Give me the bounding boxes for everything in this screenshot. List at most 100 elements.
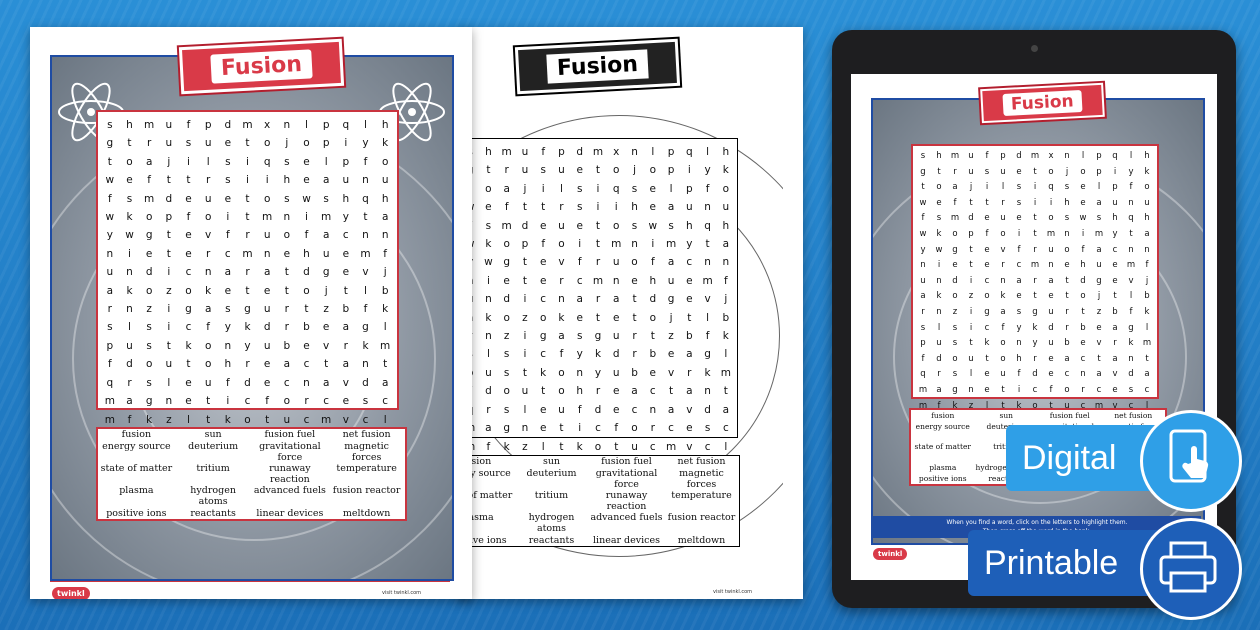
grid-letter[interactable]: i	[985, 182, 989, 193]
grid-letter[interactable]: s	[984, 166, 990, 177]
grid-letter[interactable]: k	[1016, 400, 1022, 411]
grid-letter[interactable]: t	[1033, 213, 1037, 224]
grid-letter[interactable]: t	[1081, 306, 1085, 317]
grid-letter[interactable]: k	[936, 228, 942, 239]
grid-letter[interactable]: e	[1080, 338, 1086, 349]
grid-letter[interactable]: t	[1001, 400, 1005, 411]
grid-letter[interactable]: t	[1065, 275, 1069, 286]
grid-letter[interactable]: r	[1001, 197, 1005, 208]
grid-letter[interactable]: r	[1001, 260, 1005, 271]
grid-letter[interactable]: a	[1096, 197, 1102, 208]
grid-letter[interactable]: l	[1145, 400, 1149, 411]
grid-letter[interactable]: c	[1080, 353, 1086, 364]
grid-letter[interactable]: z	[952, 306, 958, 317]
grid-letter[interactable]: f	[1145, 260, 1149, 271]
grid-letter[interactable]: z	[968, 400, 974, 411]
grid-letter[interactable]: y	[1112, 228, 1118, 239]
grid-letter[interactable]: p	[1096, 151, 1102, 161]
grid-letter[interactable]: i	[969, 306, 973, 317]
grid-letter[interactable]: q	[1128, 213, 1134, 224]
grid-letter[interactable]: d	[968, 213, 974, 224]
grid-letter[interactable]: o	[936, 182, 942, 193]
grid-letter[interactable]: l	[1097, 182, 1101, 193]
grid-letter[interactable]: u	[1000, 369, 1006, 380]
grid-letter[interactable]: d	[1080, 275, 1086, 286]
grid-letter[interactable]: s	[1128, 384, 1134, 395]
grid-letter[interactable]: s	[920, 151, 926, 161]
grid-letter[interactable]: u	[1096, 260, 1102, 271]
grid-letter[interactable]: e	[1016, 213, 1022, 224]
grid-letter[interactable]: c	[1064, 369, 1070, 380]
grid-letter[interactable]: u	[968, 353, 974, 364]
grid-letter[interactable]: r	[1033, 275, 1037, 286]
grid-letter[interactable]: a	[920, 291, 926, 302]
grid-letter[interactable]: r	[1065, 306, 1069, 317]
grid-letter[interactable]: a	[1064, 353, 1070, 364]
grid-letter[interactable]: f	[937, 400, 941, 411]
grid-letter[interactable]: y	[1016, 322, 1022, 333]
grid-letter[interactable]: u	[1048, 338, 1054, 349]
grid-letter[interactable]: g	[952, 384, 958, 395]
grid-letter[interactable]: t	[1049, 400, 1053, 411]
grid-letter[interactable]: e	[1112, 260, 1118, 271]
grid-letter[interactable]: f	[1081, 244, 1085, 255]
grid-letter[interactable]: u	[1048, 244, 1054, 255]
grid-letter[interactable]: w	[935, 244, 943, 255]
grid-letter[interactable]: m	[1046, 228, 1056, 239]
grid-letter[interactable]: d	[936, 353, 942, 364]
grid-letter[interactable]: n	[1048, 260, 1054, 271]
grid-letter[interactable]: m	[918, 400, 928, 411]
grid-letter[interactable]: e	[1064, 260, 1070, 271]
grid-letter[interactable]: m	[950, 213, 960, 224]
grid-letter[interactable]: q	[1048, 182, 1054, 193]
grid-letter[interactable]: u	[1112, 197, 1118, 208]
grid-letter[interactable]: g	[1096, 275, 1102, 286]
grid-letter[interactable]: k	[1000, 291, 1006, 302]
grid-letter[interactable]: e	[984, 244, 990, 255]
grid-letter[interactable]: t	[1001, 384, 1005, 395]
grid-letter[interactable]: r	[953, 166, 957, 177]
grid-letter[interactable]: s	[1064, 182, 1070, 193]
grid-letter[interactable]: l	[937, 322, 941, 333]
grid-letter[interactable]: t	[1033, 291, 1037, 302]
grid-letter[interactable]: u	[968, 151, 974, 161]
grid-letter[interactable]: i	[1033, 197, 1037, 208]
grid-letter[interactable]: a	[936, 384, 942, 395]
grid-letter[interactable]: o	[1080, 166, 1086, 177]
grid-letter[interactable]: c	[1112, 244, 1118, 255]
grid-letter[interactable]: t	[969, 244, 973, 255]
grid-letter[interactable]: r	[1033, 244, 1037, 255]
grid-letter[interactable]: u	[920, 275, 926, 286]
grid-letter[interactable]: v	[1128, 275, 1134, 286]
grid-letter[interactable]: o	[1064, 384, 1070, 395]
grid-letter[interactable]: t	[1033, 166, 1037, 177]
grid-letter[interactable]: o	[952, 291, 958, 302]
grid-letter[interactable]: o	[1144, 182, 1150, 193]
grid-letter[interactable]: m	[1142, 338, 1152, 349]
grid-letter[interactable]: n	[1128, 353, 1134, 364]
grid-letter[interactable]: n	[968, 384, 974, 395]
grid-letter[interactable]: t	[937, 166, 941, 177]
grid-letter[interactable]: s	[952, 369, 958, 380]
grid-letter[interactable]: w	[919, 228, 927, 239]
grid-letter[interactable]: l	[969, 369, 973, 380]
grid-letter[interactable]: r	[1113, 338, 1117, 349]
grid-letter[interactable]: h	[1080, 260, 1086, 271]
grid-letter[interactable]: a	[1016, 275, 1022, 286]
grid-letter[interactable]: j	[969, 182, 973, 193]
grid-letter[interactable]: k	[1128, 338, 1134, 349]
grid-letter[interactable]: f	[1017, 369, 1021, 380]
grid-letter[interactable]: e	[1016, 166, 1022, 177]
grid-letter[interactable]: q	[920, 369, 926, 380]
grid-letter[interactable]: a	[1112, 322, 1118, 333]
grid-letter[interactable]: i	[1017, 384, 1021, 395]
grid-letter[interactable]: f	[921, 353, 925, 364]
grid-letter[interactable]: c	[1144, 384, 1150, 395]
grid-letter[interactable]: f	[1001, 322, 1005, 333]
grid-letter[interactable]: r	[1081, 384, 1085, 395]
grid-letter[interactable]: i	[969, 275, 973, 286]
grid-letter[interactable]: g	[984, 306, 990, 317]
grid-letter[interactable]: t	[1129, 228, 1133, 239]
